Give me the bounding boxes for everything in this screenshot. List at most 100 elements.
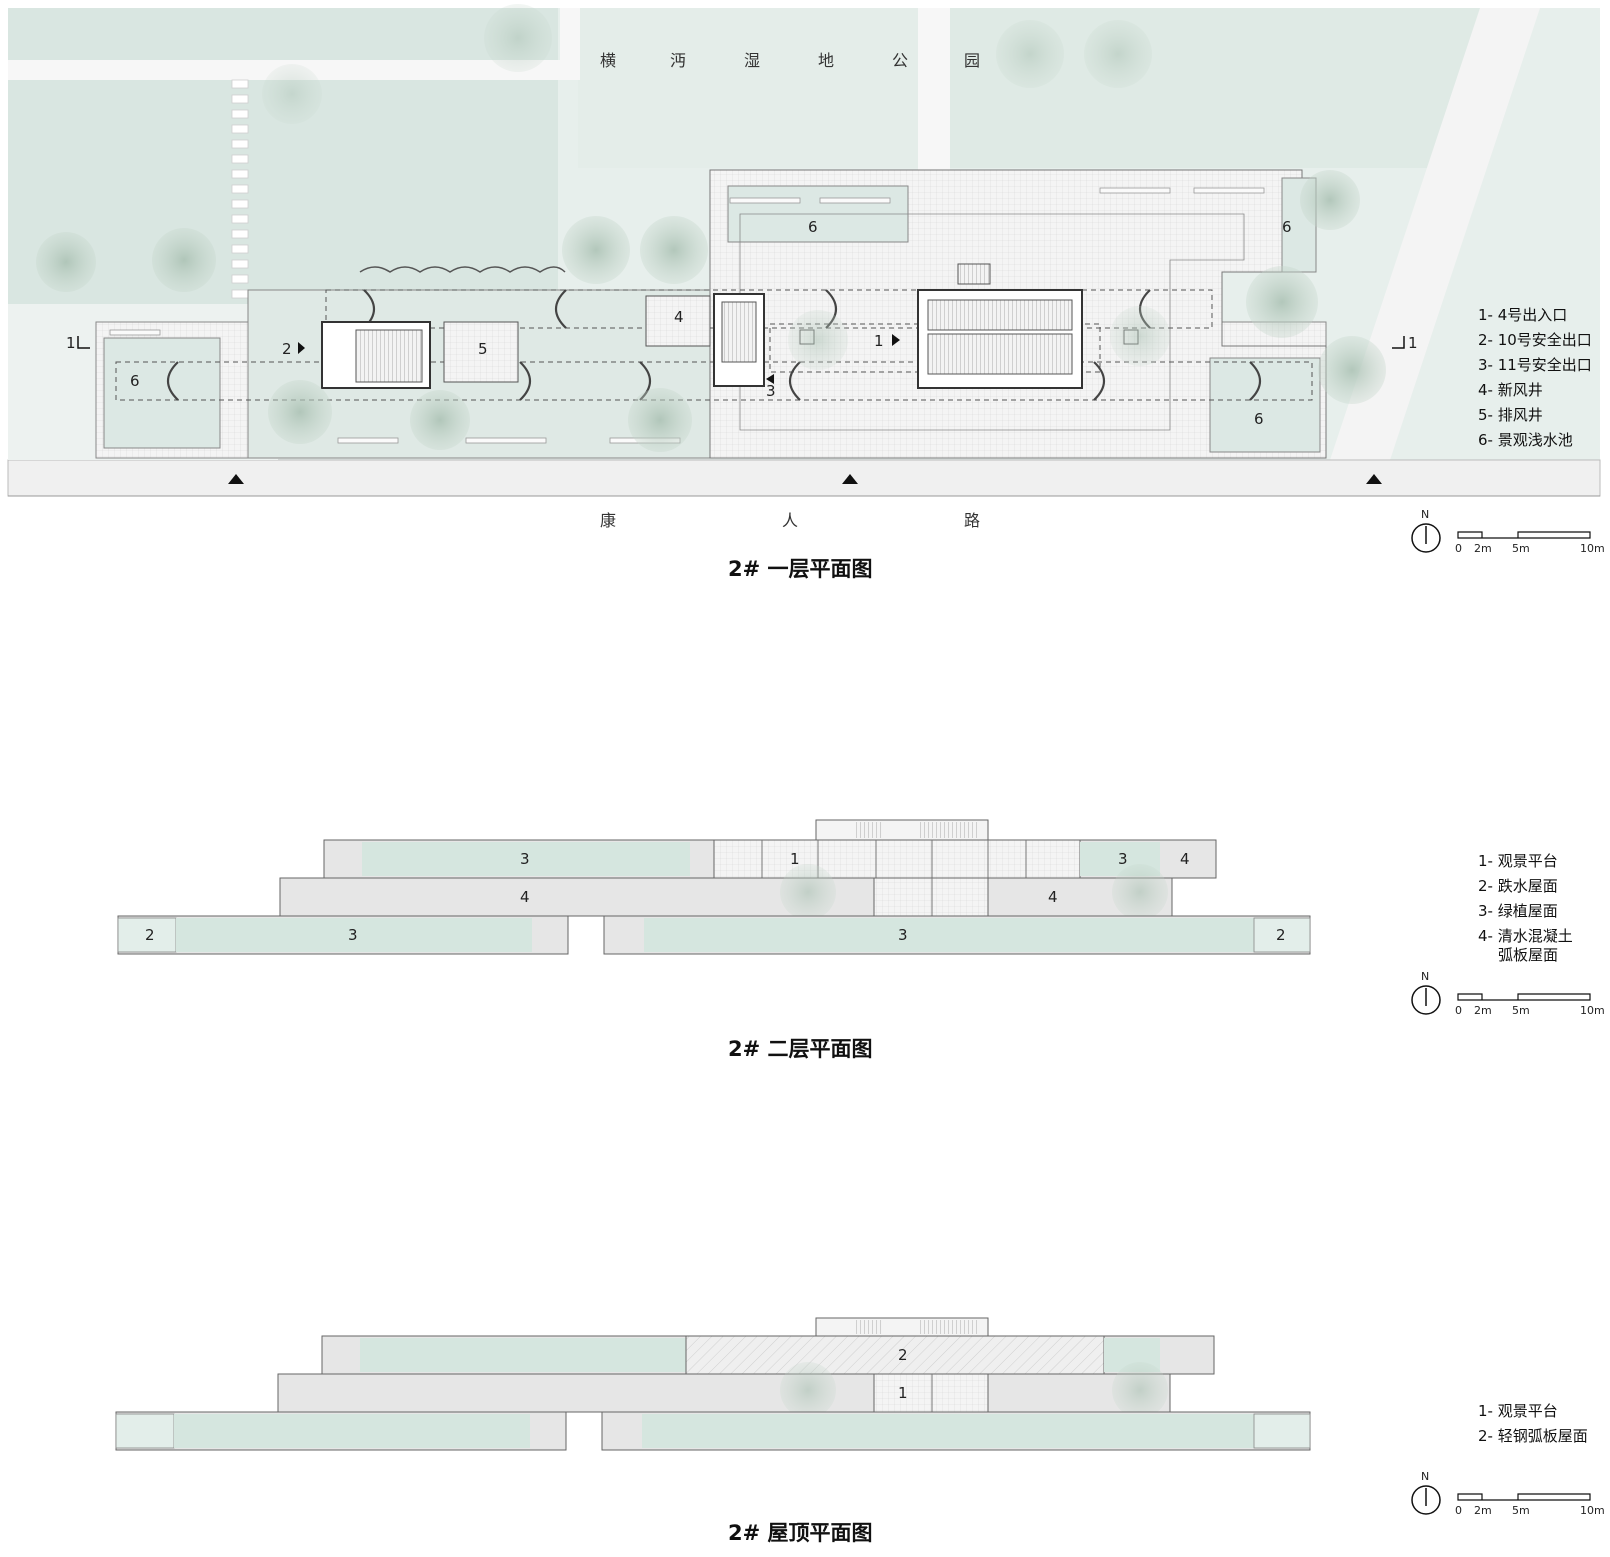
- plan1-labels: 1 2 3 4 5 6 6 6 6: [130, 218, 1292, 428]
- stair-hatch: [920, 822, 980, 838]
- fresh-air-shaft: [645, 295, 711, 347]
- park-area-center: [578, 8, 918, 168]
- scale-tick: 0: [1455, 1004, 1462, 1017]
- stair-hatch: [856, 822, 882, 838]
- stair-11: [721, 301, 757, 363]
- roof-bar-2: [279, 877, 1173, 917]
- section-mark-east-line: [1392, 336, 1405, 349]
- scale-tick: 2m: [1474, 542, 1492, 555]
- water-pool-west: [103, 337, 221, 449]
- legend-item: 2- 10号安全出口: [1478, 331, 1592, 349]
- steel-arch-roof: [685, 1335, 1105, 1375]
- scale-north-2: N 0 2m 5m 10m: [1411, 970, 1605, 1017]
- viewing-deck: [873, 1373, 989, 1413]
- legend-item: 1- 观景平台: [1478, 852, 1558, 870]
- label-pool-north: 6: [808, 218, 818, 236]
- stair-10: [355, 329, 423, 383]
- green-roof: [642, 1414, 1254, 1448]
- plan2-labels: 1 3 3 4 4 4 3 3 2 2: [145, 850, 1286, 944]
- scale-bar: [1457, 993, 1591, 1001]
- viewing-deck-lower: [873, 877, 989, 917]
- north-label: N: [1421, 970, 1429, 983]
- escalators: [927, 333, 1073, 375]
- legend-item: 1- 观景平台: [1478, 1402, 1558, 1420]
- stair-hatch: [856, 1320, 882, 1334]
- legend-item: 2- 跌水屋面: [1478, 877, 1558, 895]
- park-char: 沔: [670, 51, 686, 70]
- legend-item: 5- 排风井: [1478, 406, 1543, 424]
- scale-tick: 0: [1455, 542, 1462, 555]
- legend-item: 1- 4号出入口: [1478, 306, 1567, 324]
- trees: [36, 4, 1386, 452]
- legend-item: 3- 绿植屋面: [1478, 902, 1558, 920]
- roof-outline: [739, 213, 1245, 431]
- road-char: 康: [600, 511, 616, 530]
- tree: [780, 864, 836, 920]
- stair-hatch: [920, 1320, 980, 1334]
- plan1-title: 2# 一层平面图: [728, 557, 873, 581]
- water-roof: [115, 1413, 175, 1449]
- park-char: 公: [892, 51, 908, 70]
- label-green: 3: [898, 926, 908, 944]
- legend-item: 3- 11号安全出口: [1478, 356, 1592, 374]
- scale-tick: 10m: [1580, 1004, 1605, 1017]
- tree: [1112, 864, 1168, 920]
- legend-item: 4- 新风井: [1478, 381, 1543, 399]
- diagonal-path: [1330, 8, 1540, 460]
- label-exhaust: 5: [478, 340, 488, 358]
- label-green: 3: [348, 926, 358, 944]
- label-exit-4: 1: [874, 332, 884, 350]
- scale-bar: [1457, 531, 1591, 539]
- plan2-title: 2# 二层平面图: [728, 1037, 873, 1061]
- park-char: 湿: [744, 51, 760, 70]
- entrance-arrows: [298, 334, 900, 384]
- scale-tick: 10m: [1580, 542, 1605, 555]
- green-roof: [360, 1338, 686, 1372]
- scale-tick: 5m: [1512, 1504, 1530, 1517]
- road-char: 路: [964, 511, 980, 530]
- scale-tick: 0: [1455, 1504, 1462, 1517]
- park-char: 地: [818, 51, 834, 70]
- label-deck: 1: [898, 1384, 908, 1402]
- plan3-title: 2# 屋顶平面图: [728, 1521, 873, 1545]
- label-concrete: 4: [1048, 888, 1058, 906]
- scalloped-screen-wall: [359, 266, 566, 273]
- exhaust-shaft: [443, 321, 519, 383]
- north-arrow-icon: [1411, 523, 1441, 553]
- scale-tick: 10m: [1580, 1504, 1605, 1517]
- viewing-deck: [713, 839, 1081, 879]
- park-path: [8, 8, 580, 80]
- entrance-stairs: [927, 299, 1073, 331]
- label-water: 2: [145, 926, 155, 944]
- north-arrow-icon: [1411, 985, 1441, 1015]
- roof-stair: [957, 263, 991, 285]
- stepping-stones: [231, 79, 249, 299]
- scale-tick: 2m: [1474, 1004, 1492, 1017]
- section-mark-west: 1: [66, 334, 76, 352]
- park-area-west: [8, 8, 558, 304]
- north-label: N: [1421, 1470, 1429, 1483]
- green-roof: [362, 842, 690, 876]
- legend-item: 4- 清水混凝土: [1478, 927, 1573, 945]
- scale-tick: 5m: [1512, 542, 1530, 555]
- label-fresh-air: 4: [674, 308, 684, 326]
- scale-north-1: N 0 2m 5m 10m: [1411, 508, 1605, 555]
- road-markers: [228, 474, 1382, 484]
- water-roof: [1253, 917, 1311, 953]
- section-mark-west-line: [77, 336, 90, 349]
- tree: [780, 1362, 836, 1418]
- scale-tick: 5m: [1512, 1004, 1530, 1017]
- scale-bar: [1457, 1493, 1591, 1501]
- roof-projection-b: [325, 289, 1213, 329]
- park-name: 横 沔 湿 地 公 园: [600, 51, 980, 70]
- green-roof: [174, 1414, 530, 1448]
- sidewalk: [7, 459, 1601, 497]
- legend-item: 2- 轻钢弧板屋面: [1478, 1427, 1588, 1445]
- legend-item: 6- 景观浅水池: [1478, 431, 1573, 449]
- label-green: 3: [520, 850, 530, 868]
- road-char: 人: [782, 511, 798, 530]
- roof-bar-2: [277, 1373, 1171, 1413]
- label-pool-east-north: 6: [1282, 218, 1292, 236]
- legend-item: 弧板屋面: [1498, 946, 1558, 964]
